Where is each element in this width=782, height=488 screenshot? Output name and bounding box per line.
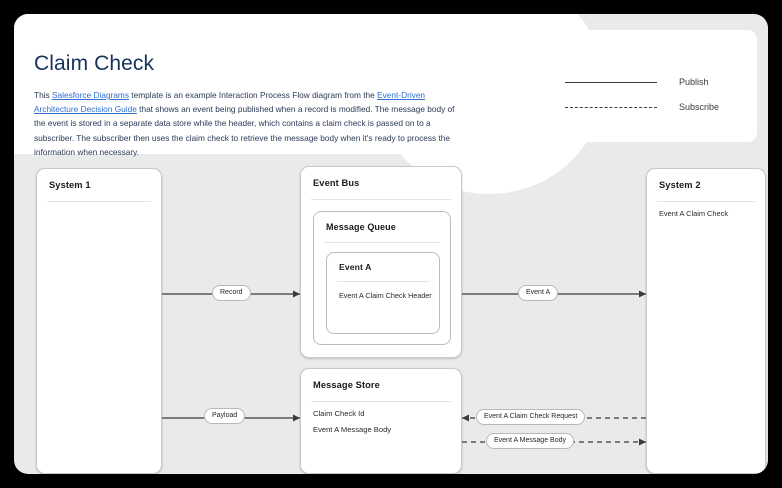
diagram-canvas: Claim Check This Salesforce Diagrams tem…	[14, 14, 768, 474]
node-title: Event Bus	[313, 178, 360, 188]
node-event-a[interactable]: Event A Event A Claim Check Header	[326, 252, 440, 334]
divider	[311, 199, 451, 200]
node-title: Message Queue	[326, 222, 396, 232]
legend-card: Publish Subscribe	[541, 30, 757, 142]
legend-label-publish: Publish	[679, 77, 709, 87]
legend-label-subscribe: Subscribe	[679, 102, 720, 112]
node-system-2[interactable]: System 2 Event A Claim Check	[646, 168, 766, 474]
node-message-store[interactable]: Message Store Claim Check Id Event A Mes…	[300, 368, 462, 474]
divider	[47, 201, 151, 202]
header-card: Claim Check This Salesforce Diagrams tem…	[14, 14, 604, 194]
event-a-claim-check-header: Event A Claim Check Header	[339, 291, 432, 300]
node-event-bus[interactable]: Event Bus Message Queue Event A Event A …	[300, 166, 462, 358]
connector-label-payload: Payload	[204, 408, 246, 424]
desc-text-1: This	[34, 90, 52, 100]
divider	[324, 242, 440, 243]
node-system-1[interactable]: System 1	[36, 168, 162, 474]
desc-text-3: that shows an event being published when…	[34, 104, 455, 157]
node-title: System 1	[49, 180, 91, 190]
link-salesforce-diagrams[interactable]: Salesforce Diagrams	[51, 90, 129, 100]
message-store-event-a-message-body: Event A Message Body	[313, 425, 392, 434]
page-description: This Salesforce Diagrams template is an …	[34, 88, 458, 159]
connector-label-event-a: Event A	[518, 285, 559, 301]
node-title: Message Store	[313, 380, 380, 390]
page-title: Claim Check	[34, 52, 155, 75]
node-title: System 2	[659, 180, 701, 190]
divider	[657, 201, 755, 202]
connector-label-record: Record	[212, 285, 251, 301]
system2-event-a-claim-check: Event A Claim Check	[659, 209, 729, 218]
header-content: Claim Check This Salesforce Diagrams tem…	[34, 52, 458, 159]
link-eda-decision-guide[interactable]: Event-Driven Architecture Decision Guide	[34, 90, 426, 115]
subscribe-line-sample	[565, 106, 657, 108]
publish-line-sample	[565, 81, 657, 83]
connector-label-claim-check-request: Event A Claim Check Request	[476, 409, 586, 425]
divider	[337, 281, 429, 282]
desc-text-2: template is an example Interaction Proce…	[129, 90, 378, 100]
node-title: Event A	[339, 262, 372, 272]
node-message-queue[interactable]: Message Queue Event A Event A Claim Chec…	[313, 211, 451, 345]
message-store-claim-check-id: Claim Check Id	[313, 409, 365, 418]
legend-row-publish: Publish	[565, 75, 737, 89]
connector-label-message-body: Event A Message Body	[486, 433, 574, 449]
divider	[311, 401, 451, 402]
legend-row-subscribe: Subscribe	[565, 100, 737, 114]
